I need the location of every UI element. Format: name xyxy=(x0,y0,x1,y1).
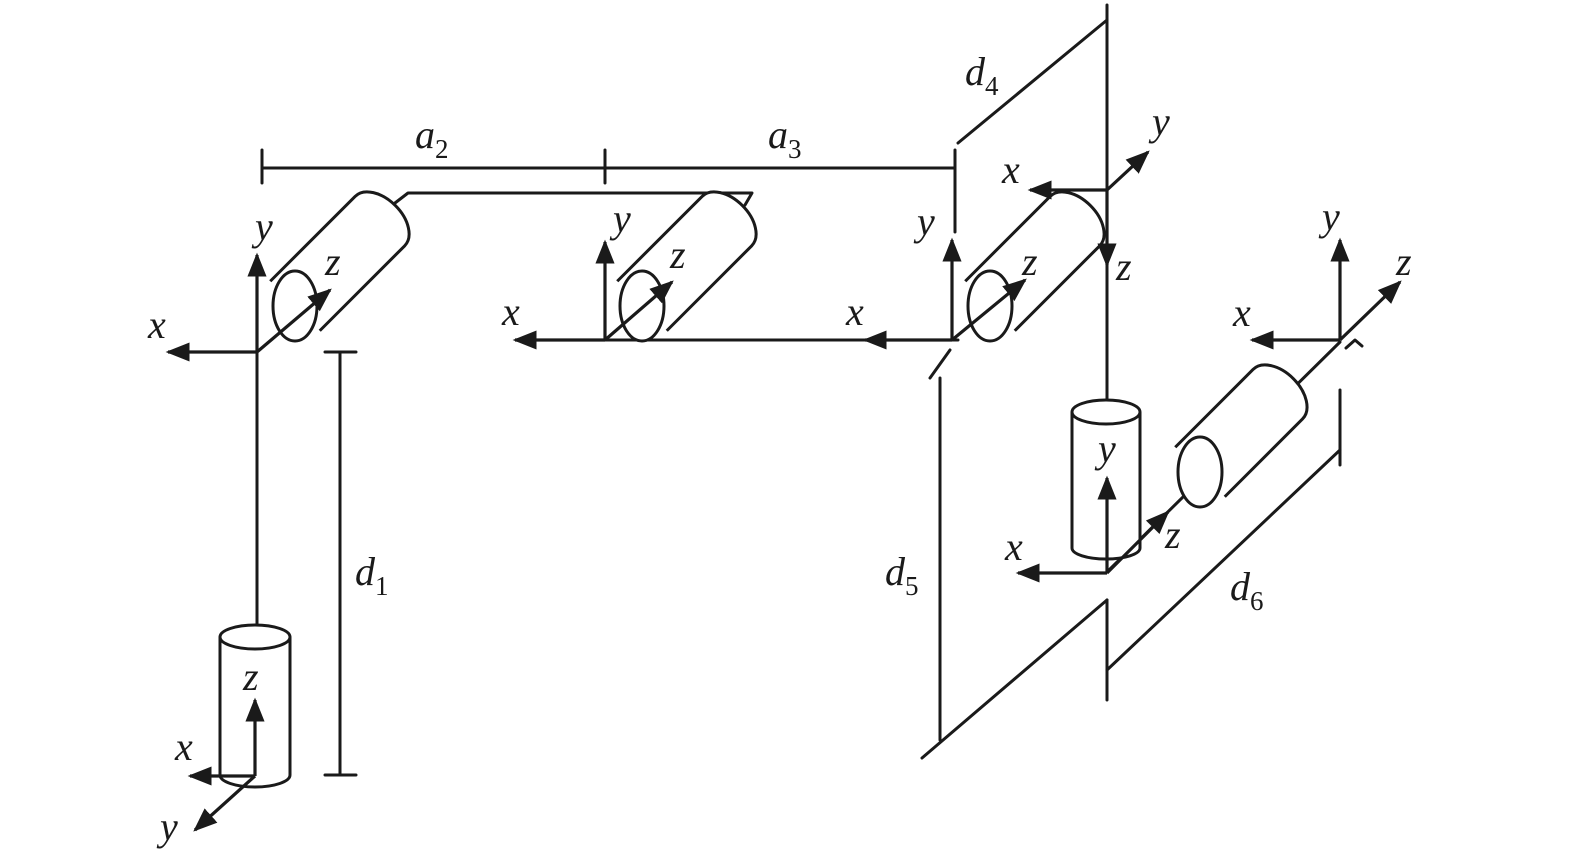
frame-4-y-label: y xyxy=(1148,99,1170,144)
frame-1-z-label: z xyxy=(324,239,341,284)
frame-3-z-axis xyxy=(950,278,1027,342)
frame-3-y-label: y xyxy=(913,199,935,244)
frame-0-z-label: z xyxy=(242,654,259,699)
frame-5-x-label: x xyxy=(1004,524,1023,569)
frame-6-y-label: y xyxy=(1318,194,1340,239)
frame-0: z x y xyxy=(156,654,265,849)
frame-2-z-axis xyxy=(603,280,674,342)
links xyxy=(255,3,1342,760)
frame-5: y x z xyxy=(1004,426,1181,583)
d6-label: d6 xyxy=(1230,564,1264,616)
frame-6-z-label: z xyxy=(1395,239,1412,284)
frame-3-x-label: x xyxy=(845,289,864,334)
frame-2-y-label: y xyxy=(609,196,631,241)
frame-2-z-label: z xyxy=(669,232,686,277)
frame-1-z-axis xyxy=(255,288,332,354)
frame-3-z-label: z xyxy=(1021,239,1038,284)
d1-label: d1 xyxy=(355,549,389,601)
frame-0-y-label: y xyxy=(156,804,178,849)
joint-4-cylinder xyxy=(964,190,1106,343)
frame-0-x-label: x xyxy=(174,724,193,769)
dimension-lines xyxy=(260,148,957,777)
frame-4-z-label: z xyxy=(1115,244,1132,289)
d4-label: d4 xyxy=(965,49,999,101)
d5-label: d5 xyxy=(885,549,919,601)
joint-1-cylinder xyxy=(218,623,292,789)
link-2 xyxy=(393,191,754,207)
d5-tick-top xyxy=(928,348,952,380)
frame-6-flange xyxy=(1344,338,1364,350)
frame-3: y x z xyxy=(845,199,1038,350)
frame-4: x y z xyxy=(1001,99,1170,289)
frame-5-z-axis xyxy=(1105,510,1170,575)
frame-2: y x z xyxy=(501,196,686,350)
joint-6-cylinder xyxy=(1174,363,1309,509)
frame-1-y-label: y xyxy=(251,204,273,249)
frame-4-x-label: x xyxy=(1001,147,1020,192)
frame-5-z-label: z xyxy=(1164,512,1181,557)
a3-label: a3 xyxy=(768,112,802,164)
frame-4-y-axis xyxy=(1105,150,1150,192)
plane-edge-top xyxy=(956,18,1109,145)
frame-2-x-label: x xyxy=(501,289,520,334)
frame-6: y x z xyxy=(1232,194,1412,350)
frame-0-y-axis xyxy=(193,774,257,832)
d6-line xyxy=(1105,448,1342,672)
a2-label: a2 xyxy=(415,112,449,164)
frame-1: y x z xyxy=(147,204,341,362)
frame-5-y-label: y xyxy=(1094,426,1116,471)
frame-6-z-axis xyxy=(1338,280,1402,342)
frame-6-x-label: x xyxy=(1232,290,1251,335)
frame-1-x-label: x xyxy=(147,302,166,347)
plane-edge-bottom xyxy=(920,598,1109,760)
